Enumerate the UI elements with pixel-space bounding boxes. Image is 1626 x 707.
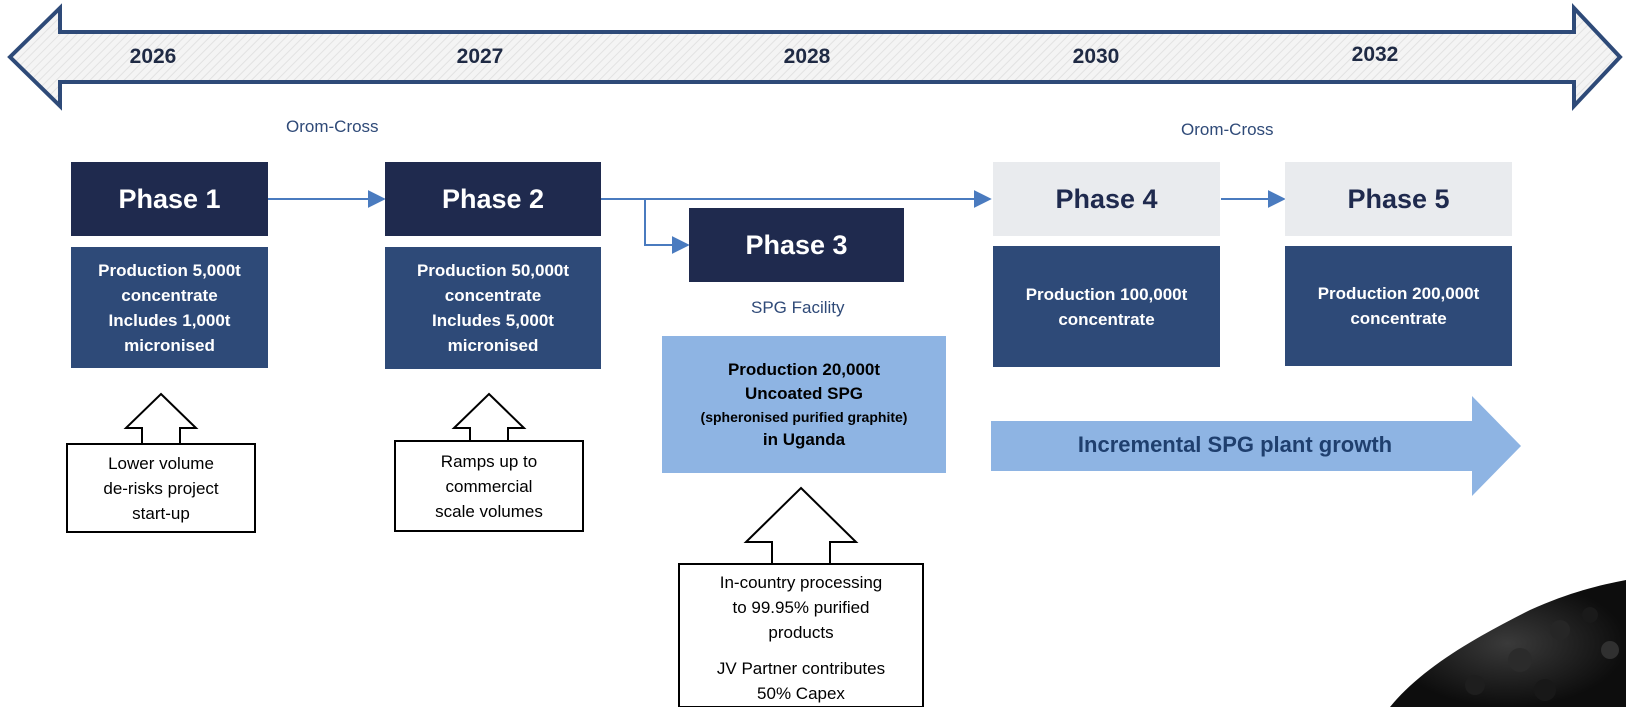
- connector-phase2-phase3: [644, 199, 690, 254]
- graphite-image: [1390, 580, 1626, 707]
- note-arrow-phase2: [451, 392, 527, 445]
- note-phase-1: Lower volume de-risks project start-up: [103, 453, 219, 523]
- phase-5-header: Phase 5: [1285, 162, 1512, 236]
- phase-4-production: Production 100,000t concentrate: [993, 246, 1220, 367]
- phase-5-production: Production 200,000t concentrate: [1285, 246, 1512, 366]
- year-label: 2027: [456, 45, 504, 68]
- growth-arrow-label: Incremental SPG plant growth: [1077, 432, 1393, 457]
- phase-3-production-line: Production 20,000t: [727, 359, 881, 379]
- location-label: Orom-Cross: [286, 117, 379, 136]
- phase-1-production: Production 5,000t concentrate Includes 1…: [71, 247, 268, 368]
- phase-1-production-text: Production 5,000t concentrate Includes 1…: [98, 260, 241, 355]
- year-label: 2028: [783, 45, 831, 68]
- year-label: 2030: [1072, 45, 1120, 68]
- note-phase-3-processing: In-country processing to 99.95% purified…: [719, 572, 883, 642]
- year-label: 2026: [129, 45, 177, 68]
- spg-facility-label: SPG Facility: [751, 298, 845, 317]
- phase-3-production: Production 20,000t Uncoated SPG (spheron…: [662, 336, 946, 473]
- phase-2-header: Phase 2: [385, 162, 601, 236]
- phase-1-header: Phase 1: [71, 162, 268, 236]
- note-phase-3-jv: JV Partner contributes 50% Capex: [716, 659, 886, 703]
- note-box-phase2-outline: [394, 440, 584, 532]
- note-arrow-phase3: [743, 486, 859, 565]
- phase-2-production: Production 50,000t concentrate Includes …: [385, 247, 601, 369]
- phase-2-production-text: Production 50,000t concentrate Includes …: [416, 261, 570, 355]
- note-box-phase3-outline: [678, 563, 924, 707]
- note-box-phase1-outline: [66, 443, 256, 533]
- phase-4-production-text: Production 100,000t concentrate: [1025, 284, 1188, 329]
- phase-4-header: Phase 4: [993, 162, 1220, 236]
- location-label: Orom-Cross: [1181, 120, 1274, 139]
- phase-3-production-line: in Uganda: [762, 429, 846, 449]
- growth-arrow: [991, 396, 1521, 496]
- note-phase-2: Ramps up to commercial scale volumes: [435, 451, 543, 521]
- note-arrow-phase1: [123, 392, 199, 445]
- phase-3-production-line: Uncoated SPG: [744, 383, 864, 403]
- timeline-arrow: [7, 2, 1623, 112]
- phase-5-production-text: Production 200,000t concentrate: [1317, 284, 1480, 328]
- year-label: 2032: [1351, 43, 1399, 66]
- phase-3-production-line: (spheronised purified graphite): [700, 408, 908, 425]
- phase-3-header: Phase 3: [689, 208, 904, 282]
